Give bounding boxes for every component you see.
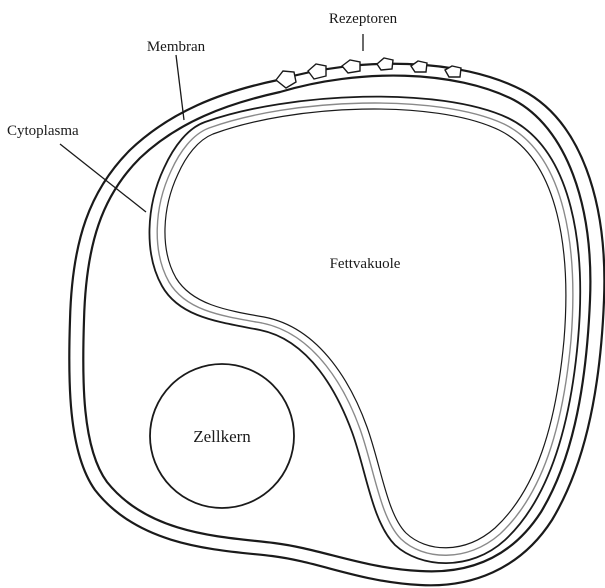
cell-membrane-outer	[69, 64, 604, 586]
fat-vacuole-inner-line	[157, 103, 573, 555]
membrane-label: Membran	[147, 39, 206, 55]
nucleus-label: Zellkern	[193, 427, 251, 446]
cell-membrane-inner	[83, 76, 590, 572]
cytoplasm-leader-line	[60, 144, 146, 212]
cytoplasm-label: Cytoplasma	[7, 123, 79, 139]
receptor	[308, 64, 326, 79]
receptor	[377, 58, 393, 70]
receptor	[342, 60, 360, 73]
membrane-leader-line	[176, 55, 184, 120]
receptor	[276, 71, 296, 88]
fat-vacuole-outline	[149, 97, 580, 564]
receptor	[411, 61, 427, 72]
fat-vacuole-label: Fettvakuole	[330, 256, 401, 272]
receptors-label: Rezeptoren	[329, 11, 398, 27]
fat-vacuole-inner-line-2	[165, 109, 566, 548]
